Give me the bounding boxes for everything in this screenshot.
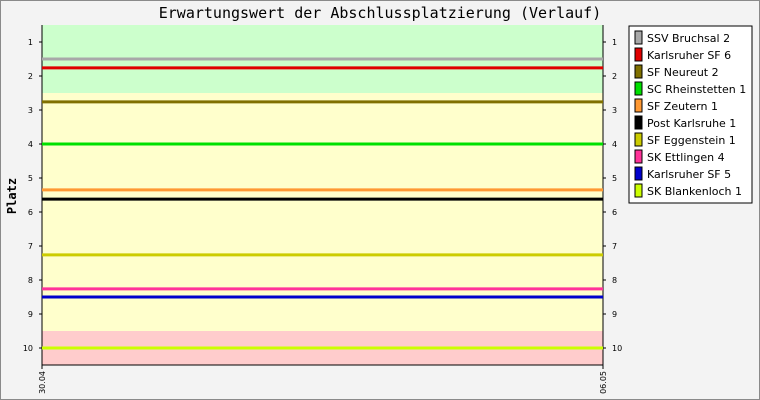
y-tick-label-right: 5 (612, 174, 617, 183)
legend-label: Post Karlsruhe 1 (647, 117, 736, 130)
legend-swatch (634, 81, 643, 96)
x-tick-label: 06.05 (599, 371, 608, 394)
y-tick-label-right: 1 (612, 38, 617, 47)
y-tick-label-right: 7 (612, 242, 617, 251)
legend-swatch (634, 30, 643, 45)
plot-area: 1 1 2 2 3 3 4 4 5 5 6 6 7 7 8 8 9 9 10 10 30.04 06.05 (23, 25, 622, 394)
legend-label: SK Ettlingen 4 (647, 151, 725, 164)
y-tick-label-left: 2 (28, 72, 33, 81)
y-tick-label-right: 6 (612, 208, 617, 217)
legend-swatch (634, 98, 643, 113)
y-tick-label-right: 4 (612, 140, 617, 149)
y-tick-label-right: 3 (612, 106, 617, 115)
y-tick-label-left: 10 (23, 344, 33, 353)
legend-label: SK Blankenloch 1 (647, 185, 742, 198)
y-tick-label-left: 6 (28, 208, 33, 217)
y-tick-label-left: 5 (28, 174, 33, 183)
legend-label: SF Eggenstein 1 (647, 134, 736, 147)
legend-swatch (634, 132, 643, 147)
legend-swatch (634, 166, 643, 181)
legend-label: SF Zeutern 1 (647, 100, 718, 113)
legend-swatch (634, 149, 643, 164)
y-tick-label-right: 10 (612, 344, 622, 353)
y-tick-label-right: 9 (612, 310, 617, 319)
y-tick-label-left: 1 (28, 38, 33, 47)
legend-swatch (634, 47, 643, 62)
y-tick-label-right: 2 (612, 72, 617, 81)
legend: SSV Bruchsal 2 Karlsruher SF 6 SF Neureut … (628, 25, 753, 204)
legend-label: Karlsruher SF 6 (647, 49, 731, 62)
x-tick-label: 30.04 (38, 371, 47, 394)
y-tick-label-left: 4 (28, 140, 33, 149)
chart-title: Erwartungswert der Abschlussplatzierung … (159, 4, 602, 22)
legend-box (628, 25, 753, 204)
y-tick-label-right: 8 (612, 276, 617, 285)
y-tick-label-left: 7 (28, 242, 33, 251)
y-tick-label-left: 8 (28, 276, 33, 285)
legend-label: SC Rheinstetten 1 (647, 83, 746, 96)
y-tick-label-left: 9 (28, 310, 33, 319)
band-1 (42, 93, 603, 331)
legend-swatch (634, 115, 643, 130)
legend-label: SSV Bruchsal 2 (647, 32, 730, 45)
legend-label: SF Neureut 2 (647, 66, 719, 79)
legend-swatch (634, 64, 643, 79)
legend-label: Karlsruher SF 5 (647, 168, 731, 181)
y-tick-label-left: 3 (28, 106, 33, 115)
legend-swatch (634, 183, 643, 198)
y-axis-label: Platz (5, 178, 19, 214)
